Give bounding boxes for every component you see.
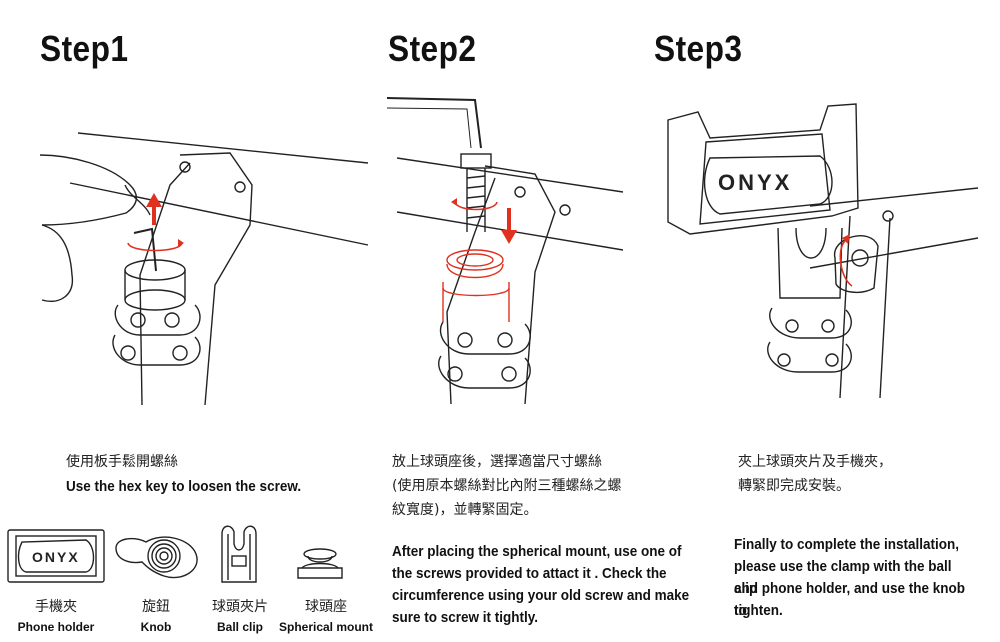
parts-onyx-logo: ONYX: [32, 549, 80, 565]
step3-illustration: ONYX: [660, 98, 980, 418]
step2-zh-line-2: (使用原本螺絲對比內附三種螺絲之螺: [392, 474, 621, 498]
step1-en-line-1: Use the hex key to loosen the screw.: [66, 476, 301, 498]
step2-en-line-3: circumference using your old screw and m…: [392, 585, 689, 607]
step1-title: Step1: [40, 28, 128, 70]
knob-icon: [112, 528, 204, 584]
step2-en-line-4: sure to screw it tightly.: [392, 607, 538, 629]
spherical-mount-icon: [292, 546, 348, 582]
part-label-zh-knob: 旋鈕: [118, 596, 194, 616]
step1-zh-line-1: 使用板手鬆開螺絲: [66, 450, 178, 474]
ball-clip-icon: [218, 522, 260, 586]
step2-title: Step2: [388, 28, 476, 70]
step3-zh-line-1: 夾上球頭夾片及手機夾，: [738, 450, 892, 474]
step2-en-line-1: After placing the spherical mount, use o…: [392, 541, 682, 563]
step1-illustration: [30, 125, 370, 415]
step2-zh-line-3: 紋寬度)，並轉緊固定。: [392, 498, 537, 522]
step2-illustration: [385, 92, 625, 412]
phone-holder-icon: ONYX: [6, 526, 106, 586]
part-label-zh-phone-holder: 手機夾: [6, 596, 106, 616]
part-label-en-phone-holder: Phone holder: [6, 620, 106, 634]
step3-onyx-logo: ONYX: [718, 170, 792, 195]
step3-title: Step3: [654, 28, 742, 70]
step2-en-line-2: the screws provided to attact it . Check…: [392, 563, 667, 585]
step3-zh-line-2: 轉緊即完成安裝。: [738, 474, 850, 498]
part-label-en-knob: Knob: [118, 620, 194, 634]
part-label-en-ball-clip: Ball clip: [200, 620, 280, 634]
part-label-en-spherical-mount: Spherical mount: [276, 620, 376, 634]
step3-en-line-4: tighten.: [734, 600, 783, 622]
step3-en-line-1: Finally to complete the installation,: [734, 534, 959, 556]
part-label-zh-ball-clip: 球頭夾片: [200, 596, 280, 616]
part-label-zh-spherical-mount: 球頭座: [276, 596, 376, 616]
step2-zh-line-1: 放上球頭座後，選擇適當尺寸螺絲: [392, 450, 602, 474]
